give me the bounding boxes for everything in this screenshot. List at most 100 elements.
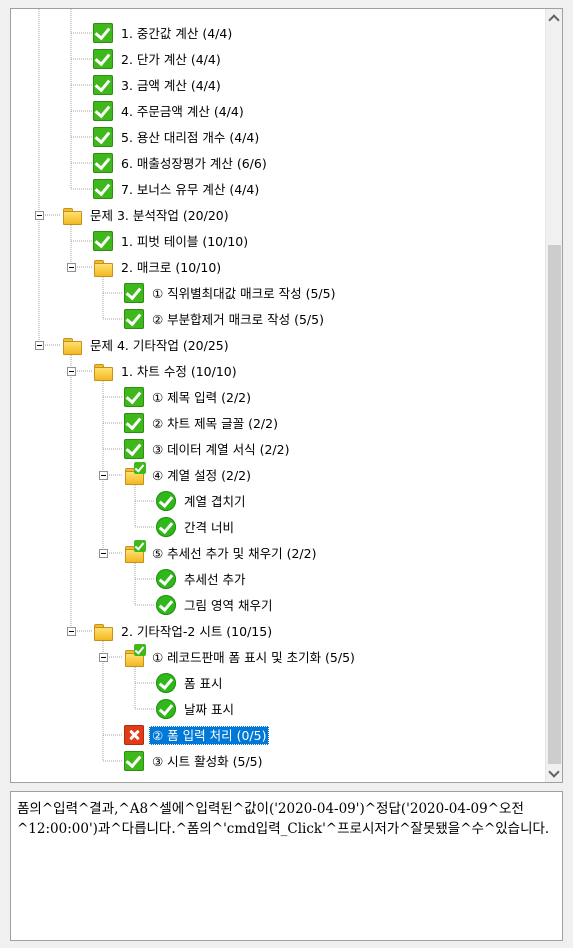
tree-item[interactable]: 2. 기타작업-2 시트 (10/15) (93, 621, 275, 641)
tree-item-label: ④ 계열 설정 (2/2) (152, 467, 251, 483)
tree-item-label: 추세선 추가 (184, 571, 246, 587)
tree-item[interactable]: ① 직위별최대값 매크로 작성 (5/5) (124, 283, 338, 303)
tree-item-label: 계열 겹치기 (184, 493, 246, 509)
x-icon (124, 725, 144, 745)
tree-item[interactable]: ⑤ 추세선 추가 및 채우기 (2/2) (124, 540, 319, 563)
tree-item[interactable]: 5. 용산 대리점 개수 (4/4) (93, 127, 262, 147)
tree-item[interactable]: 간격 너비 (156, 517, 237, 537)
tree-connector-lines (38, 9, 155, 762)
scroll-up-arrow-icon[interactable] (546, 9, 562, 26)
tree-item[interactable]: ④ 계열 설정 (2/2) (124, 462, 254, 485)
check-icon (93, 231, 113, 251)
tree-item[interactable]: ③ 시트 활성화 (5/5) (124, 751, 266, 771)
tree-item-label: ⑤ 추세선 추가 및 채우기 (2/2) (152, 545, 317, 561)
check-icon (124, 413, 144, 433)
tree-item-label: ① 레코드판매 폼 표시 및 초기화 (5/5) (152, 649, 355, 665)
collapse-toggle-icon[interactable] (67, 627, 76, 636)
circle-check-icon (156, 673, 176, 693)
tree-item-label: 1. 피벗 테이블 (10/10) (121, 233, 249, 249)
folder-icon (62, 205, 82, 225)
tree-item-label: 그림 영역 채우기 (184, 597, 273, 613)
check-icon (124, 283, 144, 303)
tree-item-label: 1. 중간값 계산 (4/4) (121, 25, 233, 41)
mini-check-icon (134, 540, 146, 552)
tree-item-label: 2. 기타작업-2 시트 (10/15) (121, 623, 273, 639)
check-icon (124, 439, 144, 459)
tree-item[interactable]: 그림 영역 채우기 (156, 595, 275, 615)
folder-icon (93, 621, 113, 641)
tree-item-label: 2. 매크로 (10/10) (121, 259, 222, 275)
folder-check-icon (124, 644, 146, 667)
tree-item-label: 문제 3. 분석작업 (20/20) (90, 207, 229, 223)
folder-check-icon (124, 462, 146, 485)
scroll-thumb[interactable] (548, 245, 561, 764)
tree-item[interactable]: 날짜 표시 (156, 699, 237, 719)
tree-item-label: ③ 데이터 계열 서식 (2/2) (152, 441, 290, 457)
tree-item-label: 1. 차트 수정 (10/10) (121, 363, 237, 379)
tree-item-label: ② 차트 제목 글꼴 (2/2) (152, 415, 278, 431)
tree-item[interactable]: 2. 매크로 (10/10) (93, 257, 224, 277)
tree-item-label: ② 부분합제거 매크로 작성 (5/5) (152, 311, 324, 327)
tree-item[interactable]: ② 부분합제거 매크로 작성 (5/5) (124, 309, 327, 329)
tree-item-label: 간격 너비 (184, 519, 234, 535)
tree-item-label: 날짜 표시 (184, 701, 234, 717)
collapse-toggle-icon[interactable] (67, 367, 76, 376)
collapse-toggle-icon[interactable] (35, 341, 44, 350)
check-icon (93, 101, 113, 121)
tree-item[interactable]: 문제 3. 분석작업 (20/20) (62, 205, 232, 225)
check-icon (93, 127, 113, 147)
scroll-down-arrow-icon[interactable] (546, 765, 562, 782)
folder-icon (93, 257, 113, 277)
tree-item[interactable]: 1. 중간값 계산 (4/4) (93, 23, 235, 43)
check-icon (124, 387, 144, 407)
tree-item[interactable]: 6. 매출성장평가 계산 (6/6) (93, 153, 270, 173)
check-icon (93, 75, 113, 95)
tree-item[interactable]: 문제 4. 기타작업 (20/25) (62, 335, 232, 355)
circle-check-icon (156, 699, 176, 719)
check-icon (93, 23, 113, 43)
circle-check-icon (156, 569, 176, 589)
tree-item-label: 5. 용산 대리점 개수 (4/4) (121, 129, 260, 145)
mini-check-icon (134, 644, 146, 656)
tree-item[interactable]: 3. 금액 계산 (4/4) (93, 75, 224, 95)
tree-item[interactable]: 4. 주문금액 계산 (4/4) (93, 101, 247, 121)
tree-item[interactable]: ① 제목 입력 (2/2) (124, 387, 254, 407)
tree-item[interactable]: ② 차트 제목 글꼴 (2/2) (124, 413, 281, 433)
folder-icon (93, 361, 113, 381)
tree-item[interactable]: 7. 보너스 유무 계산 (4/4) (93, 179, 262, 199)
check-icon (93, 153, 113, 173)
mini-check-icon (134, 462, 146, 474)
collapse-toggle-icon[interactable] (99, 549, 108, 558)
tree-item[interactable]: ② 폼 입력 처리 (0/5) (124, 725, 270, 745)
tree-vertical-scrollbar[interactable] (545, 9, 562, 782)
tree-item[interactable]: ① 레코드판매 폼 표시 및 초기화 (5/5) (124, 644, 358, 667)
circle-check-icon (156, 491, 176, 511)
check-icon (124, 751, 144, 771)
result-tree-panel: 1. 중간값 계산 (4/4) 2. 단가 계산 (4/4) 3. 금액 계산 (4… (10, 8, 563, 783)
tree-item-label: ③ 시트 활성화 (5/5) (152, 753, 263, 769)
collapse-toggle-icon[interactable] (35, 211, 44, 220)
collapse-toggle-icon[interactable] (99, 471, 108, 480)
circle-check-icon (156, 517, 176, 537)
tree-item[interactable]: 계열 겹치기 (156, 491, 248, 511)
tree-item[interactable]: 2. 단가 계산 (4/4) (93, 49, 224, 69)
tree-item[interactable]: 추세선 추가 (156, 569, 248, 589)
tree-item[interactable]: 1. 차트 수정 (10/10) (93, 361, 240, 381)
tree-item[interactable]: 폼 표시 (156, 673, 225, 693)
collapse-toggle-icon[interactable] (99, 653, 108, 662)
tree-item-label: 3. 금액 계산 (4/4) (121, 77, 221, 93)
feedback-message-box[interactable]: 폼의^입력^결과,^A8^셀에^입력된^값이('2020-04-09')^정답(… (10, 791, 563, 941)
tree-item[interactable]: ③ 데이터 계열 서식 (2/2) (124, 439, 292, 459)
check-icon (93, 49, 113, 69)
tree-item-label: ① 제목 입력 (2/2) (152, 389, 251, 405)
tree-item-label: 문제 4. 기타작업 (20/25) (90, 337, 229, 353)
feedback-message-text: 폼의^입력^결과,^A8^셀에^입력된^값이('2020-04-09')^정답(… (17, 801, 550, 837)
collapse-toggle-icon[interactable] (67, 263, 76, 272)
result-tree-view[interactable]: 1. 중간값 계산 (4/4) 2. 단가 계산 (4/4) 3. 금액 계산 (4… (11, 9, 545, 782)
folder-icon (62, 335, 82, 355)
tree-item-label: 4. 주문금액 계산 (4/4) (121, 103, 244, 119)
tree-item[interactable]: 1. 피벗 테이블 (10/10) (93, 231, 251, 251)
check-icon (124, 309, 144, 329)
tree-item-label: 6. 매출성장평가 계산 (6/6) (121, 155, 267, 171)
tree-item-label: 7. 보너스 유무 계산 (4/4) (121, 181, 260, 197)
